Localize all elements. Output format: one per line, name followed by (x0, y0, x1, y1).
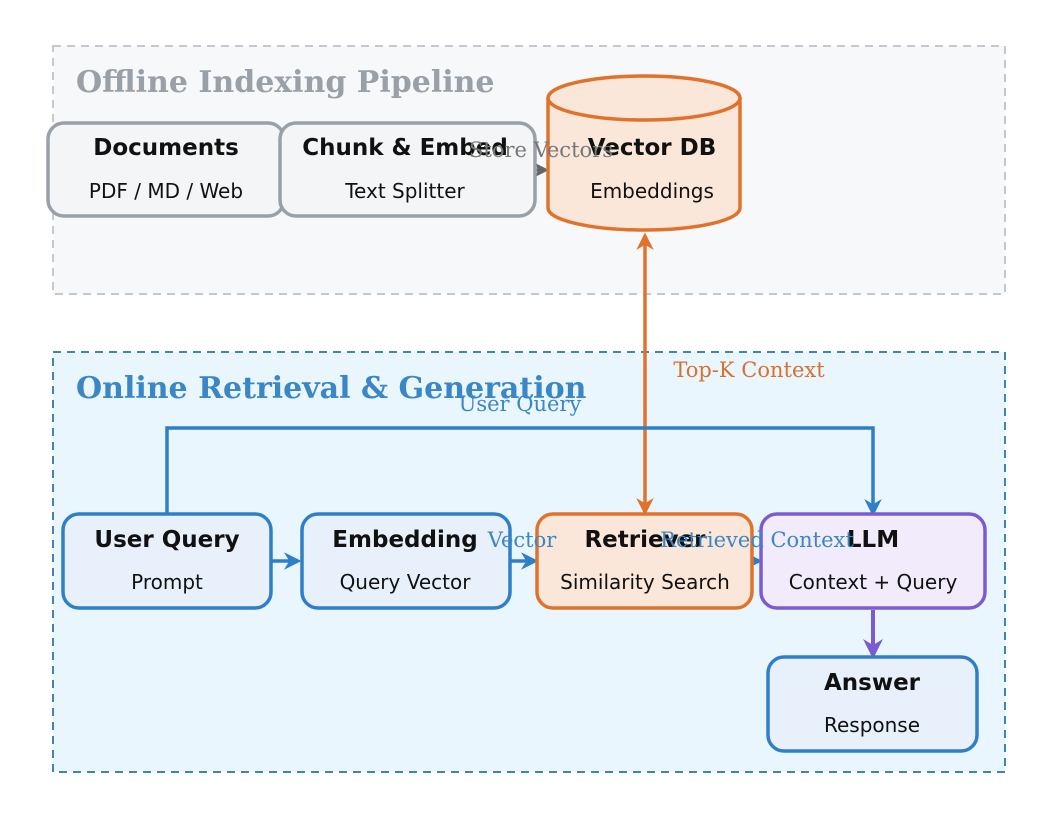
edge-label-store-vectors: Store Vectors (469, 138, 613, 162)
node-retriever-subtitle: Similarity Search (560, 570, 730, 594)
edge-label-top-k-context: Top-K Context (673, 358, 825, 382)
node-vector-db: Vector DB Embeddings (546, 74, 742, 232)
node-answer-subtitle: Response (824, 713, 920, 737)
node-vector-db-title: Vector DB (588, 135, 717, 161)
node-llm-subtitle: Context + Query (789, 570, 958, 594)
node-user-query-title: User Query (94, 527, 239, 553)
node-documents-title: Documents (93, 135, 239, 161)
node-embedding-title: Embedding (332, 527, 477, 553)
offline-group-title: Offline Indexing Pipeline (76, 65, 495, 100)
node-embedding-subtitle: Query Vector (340, 570, 472, 594)
online-group-title: Online Retrieval & Generation (76, 371, 587, 406)
node-documents-subtitle: PDF / MD / Web (89, 179, 243, 203)
edge-label-retrieved-context: Retrieved Context (660, 528, 854, 552)
node-answer-title: Answer (824, 670, 921, 696)
node-documents: Documents PDF / MD / Web (46, 121, 286, 218)
vector-db-cylinder-top (546, 74, 742, 122)
node-llm-title: LLM (847, 527, 899, 553)
node-user-query-subtitle: Prompt (131, 570, 203, 594)
edge-label-user-query: User Query (459, 392, 582, 416)
node-user-query: User Query Prompt (61, 512, 273, 610)
node-answer: Answer Response (766, 655, 979, 753)
node-vector-db-subtitle: Embeddings (590, 179, 714, 203)
node-chunk-embed-subtitle: Text Splitter (344, 179, 465, 203)
node-llm: LLM Context + Query (759, 512, 987, 610)
node-chunk-embed-title: Chunk & Embed (302, 135, 508, 161)
node-retriever-title: Retriever (584, 527, 706, 553)
node-embedding: Embedding Query Vector (300, 512, 512, 610)
edge-label-vector: Vector (487, 528, 558, 552)
node-retriever: Retriever Similarity Search (535, 512, 754, 610)
vector-db-cylinder-icon (546, 98, 742, 232)
edge-userquery-llm (165, 426, 882, 517)
node-chunk-embed: Chunk & Embed Text Splitter (278, 121, 537, 218)
